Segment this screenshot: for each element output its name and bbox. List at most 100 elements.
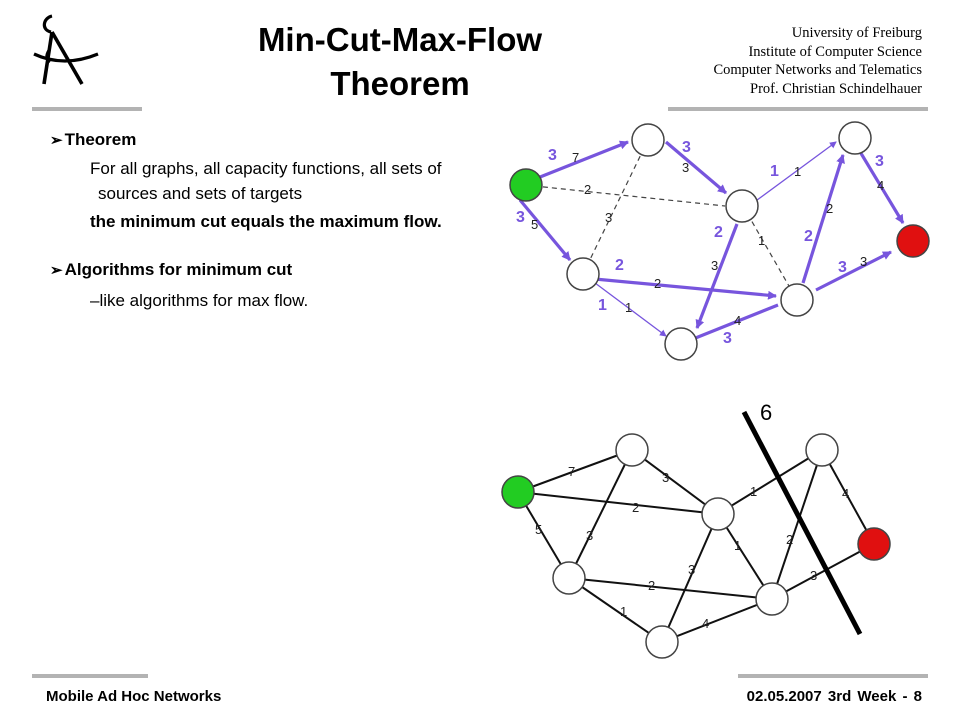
institution-block: University of Freiburg Institute of Comp…	[713, 24, 922, 98]
theorem-text: For all graphs, all capacity functions, …	[90, 159, 442, 203]
edge-flow	[801, 154, 845, 284]
capacity-label: 3	[810, 568, 817, 583]
graph-node	[755, 582, 789, 616]
institution-line: Institute of Computer Science	[748, 43, 922, 60]
flow-network-diagram: 3 3 3 1 3 2 2 2 1 3 3 7 3 1 4 2 5 3 2 1 …	[509, 121, 930, 361]
flow-label: 2	[804, 228, 813, 245]
flow-label: 3	[723, 330, 732, 347]
flow-label: 1	[598, 297, 607, 314]
capacity-label: 4	[877, 178, 884, 193]
edge-flow	[583, 276, 777, 300]
flow-label: 3	[548, 147, 557, 164]
capacity-label: 1	[734, 538, 741, 553]
edge-flow	[692, 303, 779, 341]
capacity-label: 3	[682, 160, 689, 175]
arrow-bullet-icon: ➢	[50, 132, 63, 149]
edge	[568, 449, 633, 579]
sink-node	[857, 527, 891, 561]
graph-node	[838, 121, 872, 155]
edge	[661, 513, 719, 643]
capacity-label: 2	[654, 276, 661, 291]
edge-flow	[857, 149, 905, 224]
algorithms-text: –like algorithms for max flow.	[90, 291, 309, 310]
edge-flow	[582, 273, 667, 337]
capacity-label: 4	[702, 616, 709, 631]
capacity-label: 3	[688, 562, 695, 577]
edge-flow	[524, 140, 629, 185]
flow-label: 3	[838, 259, 847, 276]
header-rule-left	[32, 107, 142, 111]
graph-node	[631, 123, 665, 157]
capacity-label: 1	[750, 484, 757, 499]
edge	[631, 449, 719, 515]
edge-flow	[518, 198, 572, 262]
capacity-label: 7	[572, 150, 579, 165]
edge-dashed	[524, 184, 726, 207]
edge-dashed	[742, 205, 798, 301]
graph-node	[615, 433, 649, 467]
university-logo-icon	[33, 14, 99, 85]
capacity-label: 3	[605, 210, 612, 225]
graph-node	[664, 327, 698, 361]
capacity-label: 2	[786, 532, 793, 547]
institution-line: Prof. Christian Schindelhauer	[750, 80, 922, 97]
edge	[517, 491, 719, 515]
footer-course: Mobile Ad Hoc Networks	[46, 688, 222, 705]
flow-label: 2	[615, 257, 624, 274]
bullet-theorem-label: Theorem	[64, 130, 137, 149]
capacity-label: 2	[648, 578, 655, 593]
slide-title: Min-Cut-Max-Flow Theorem	[200, 18, 600, 106]
edge	[821, 449, 875, 545]
cut-line	[741, 410, 863, 636]
edge-flow	[752, 141, 837, 204]
edge	[568, 577, 663, 643]
edge-flow	[664, 140, 728, 195]
graph-node	[701, 497, 735, 531]
capacity-label: 4	[734, 313, 741, 328]
slide-title-line1: Min-Cut-Max-Flow	[257, 21, 543, 58]
edge	[717, 513, 773, 600]
capacity-label: 3	[586, 528, 593, 543]
flow-label: 3	[682, 139, 691, 156]
edge-flow	[695, 223, 739, 329]
cut-value-label: 6	[760, 400, 772, 425]
graph-node	[645, 625, 679, 659]
graph-node	[805, 433, 839, 467]
capacity-label: 2	[632, 500, 639, 515]
bullet-algorithms-label: Algorithms for minimum cut	[64, 260, 293, 279]
capacity-label: 4	[842, 486, 849, 501]
edge	[771, 543, 875, 600]
flow-label: 2	[714, 224, 723, 241]
footer-rule-right	[738, 674, 928, 678]
min-cut-diagram: 6 7 3 1 4 2 5 3 2 1 3 2 1 4 3	[501, 400, 891, 659]
edge	[568, 577, 773, 600]
edge	[517, 449, 633, 493]
capacity-label: 1	[758, 233, 765, 248]
edge	[771, 449, 823, 600]
edge-flow	[815, 250, 892, 292]
edge-dashed	[582, 139, 649, 275]
capacity-label: 2	[584, 182, 591, 197]
graph-node	[780, 283, 814, 317]
slide-content: ➢ Theorem For all graphs, all capacity f…	[50, 130, 450, 313]
capacity-label: 3	[662, 470, 669, 485]
bullet-theorem: ➢ Theorem	[50, 130, 450, 150]
capacity-label: 5	[535, 522, 542, 537]
capacity-label: 7	[568, 464, 575, 479]
capacity-label: 3	[711, 258, 718, 273]
flow-label: 1	[770, 163, 779, 180]
graph-node	[725, 189, 759, 223]
capacity-label: 2	[826, 201, 833, 216]
source-node	[509, 168, 543, 202]
capacity-label: 1	[794, 164, 801, 179]
bullet-algorithms: ➢ Algorithms for minimum cut	[50, 260, 450, 280]
header-rule-right	[668, 107, 928, 111]
edge	[661, 598, 773, 643]
sink-node	[896, 224, 930, 258]
capacity-label: 5	[531, 217, 538, 232]
footer-rule-left	[32, 674, 148, 678]
graph-node	[552, 561, 586, 595]
institution-line: University of Freiburg	[791, 25, 922, 41]
flow-label: 3	[516, 209, 525, 226]
slide-title-line2: Theorem	[330, 65, 470, 102]
